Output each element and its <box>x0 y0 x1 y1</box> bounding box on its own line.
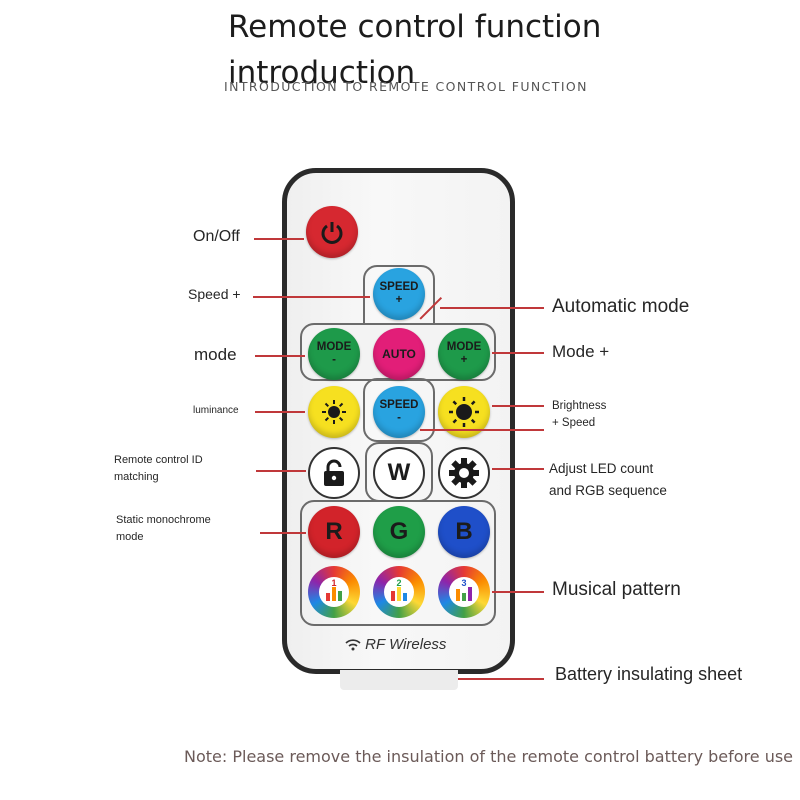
music-3-label: 3 <box>461 578 467 588</box>
label-battery-sheet: Battery insulating sheet <box>555 664 743 684</box>
white-label: W <box>387 459 411 486</box>
label-musical-pattern: Musical pattern <box>552 579 681 600</box>
label-mode: mode <box>194 345 237 364</box>
callout-line-automatic <box>440 307 544 309</box>
mode-minus-label: MODE - <box>316 341 352 366</box>
callout-line-static <box>260 532 306 534</box>
music-2-label: 2 <box>396 578 402 588</box>
blue-label: B <box>455 518 473 545</box>
wifi-icon <box>345 639 361 651</box>
callout-line-on-off <box>254 238 304 240</box>
rf-wireless-brand: RF Wireless <box>345 636 446 653</box>
label-mode-plus: Mode + <box>552 342 610 361</box>
label-on-off: On/Off <box>193 228 240 245</box>
green-button[interactable]: G <box>373 506 425 558</box>
blue-button[interactable]: B <box>438 506 490 558</box>
callout-line-musical <box>492 591 544 593</box>
callout-line-mode <box>255 355 305 357</box>
callout-line-luminance <box>255 411 305 413</box>
label-static-line1: Static monochrome <box>116 514 211 526</box>
title-line-2: introduction <box>228 55 416 91</box>
label-adjust-line1: Adjust LED count <box>549 461 654 476</box>
speed-minus-button[interactable]: SPEED - <box>373 386 425 438</box>
label-remote-id-line1: Remote control ID <box>114 454 203 466</box>
gear-icon <box>449 458 479 488</box>
label-brightness-line1: Brightness <box>552 400 607 412</box>
id-matching-button[interactable] <box>308 447 360 499</box>
mode-minus-button[interactable]: MODE - <box>308 328 360 380</box>
label-remote-id-line2: matching <box>114 471 159 483</box>
page-subtitle: INTRODUCTION TO REMOTE CONTROL FUNCTION <box>224 79 588 94</box>
music-1-button[interactable]: 1 <box>308 566 360 618</box>
label-static-mode: Static monochrome mode <box>116 512 211 546</box>
speed-plus-label: SPEED + <box>379 281 419 306</box>
power-button[interactable] <box>306 206 358 258</box>
battery-note: Note: Please remove the insulation of th… <box>184 747 794 766</box>
callout-line-speed-minus <box>420 429 544 431</box>
mode-plus-button[interactable]: MODE + <box>438 328 490 380</box>
equalizer-icon: 3 <box>449 577 479 607</box>
equalizer-icon: 2 <box>384 577 414 607</box>
settings-button[interactable] <box>438 447 490 499</box>
green-label: G <box>389 518 409 545</box>
red-label: R <box>325 518 343 545</box>
unlock-icon <box>324 459 344 486</box>
label-luminance: luminance <box>193 405 239 416</box>
auto-label: AUTO <box>382 347 416 361</box>
rf-wireless-label: RF Wireless <box>365 636 447 653</box>
speed-minus-label: SPEED - <box>379 399 419 424</box>
sun-small-icon <box>322 400 346 424</box>
label-static-line2: mode <box>116 531 144 543</box>
color-panel <box>300 500 496 626</box>
label-remote-id: Remote control ID matching <box>114 452 203 486</box>
sun-large-icon <box>449 397 479 427</box>
callout-line-brightness <box>492 405 544 407</box>
page-title: Remote control function introduction <box>228 4 601 96</box>
callout-line-remote-id <box>256 470 306 472</box>
auto-button[interactable]: AUTO <box>373 328 425 380</box>
label-speed-plus: Speed + <box>188 286 241 302</box>
music-2-button[interactable]: 2 <box>373 566 425 618</box>
callout-line-adjust <box>492 468 544 470</box>
speed-plus-button[interactable]: SPEED + <box>373 268 425 320</box>
callout-line-speed-plus <box>253 296 370 298</box>
brightness-down-button[interactable] <box>308 386 360 438</box>
red-button[interactable]: R <box>308 506 360 558</box>
label-brightness: Brightness + Speed <box>552 398 606 432</box>
white-button[interactable]: W <box>373 447 425 499</box>
mode-plus-label: MODE + <box>446 341 482 366</box>
label-brightness-line2: + Speed <box>552 417 596 429</box>
music-3-button[interactable]: 3 <box>438 566 490 618</box>
label-adjust-led: Adjust LED count and RGB sequence <box>549 458 667 502</box>
power-icon <box>321 222 343 244</box>
music-1-label: 1 <box>331 578 337 588</box>
equalizer-icon: 1 <box>319 577 349 607</box>
callout-line-mode-plus <box>492 352 544 354</box>
title-line-1: Remote control function <box>228 9 602 45</box>
label-automatic-mode: Automatic mode <box>552 296 690 317</box>
label-adjust-line2: and RGB sequence <box>549 483 667 498</box>
callout-line-battery <box>458 678 544 680</box>
battery-insulating-sheet <box>340 670 458 690</box>
